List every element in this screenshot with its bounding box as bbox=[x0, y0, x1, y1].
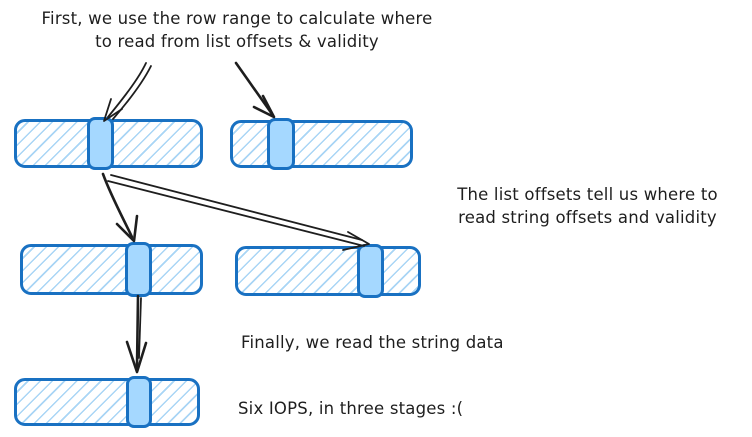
string-offsets-bar bbox=[20, 242, 203, 297]
annotation-stage3: Finally, we read the string data bbox=[241, 333, 504, 352]
list-validity-bar bbox=[230, 118, 413, 170]
string-offsets-read-segment bbox=[125, 242, 152, 297]
annotation-stage2: The list offsets tell us where to read s… bbox=[457, 185, 718, 227]
string-validity-read-segment bbox=[357, 244, 384, 298]
arrow-to-list-validity-icon bbox=[234, 61, 276, 119]
list-offsets-bar bbox=[14, 117, 203, 170]
annotation-stage1: First, we use the row range to calculate… bbox=[41, 9, 433, 51]
annotation-stage4: Six IOPS, in three stages :( bbox=[238, 399, 464, 418]
string-data-read-segment bbox=[126, 376, 152, 428]
arrow-to-list-offsets-icon bbox=[103, 62, 152, 122]
arrow-to-string-validity-icon bbox=[107, 174, 370, 251]
string-validity-bar bbox=[235, 244, 421, 298]
list-validity-read-segment bbox=[267, 118, 295, 170]
list-offsets-read-segment bbox=[87, 117, 114, 170]
arrow-to-string-offsets-icon bbox=[101, 172, 139, 243]
string-data-bar bbox=[14, 376, 200, 428]
arrow-to-string-data-icon bbox=[125, 294, 148, 374]
